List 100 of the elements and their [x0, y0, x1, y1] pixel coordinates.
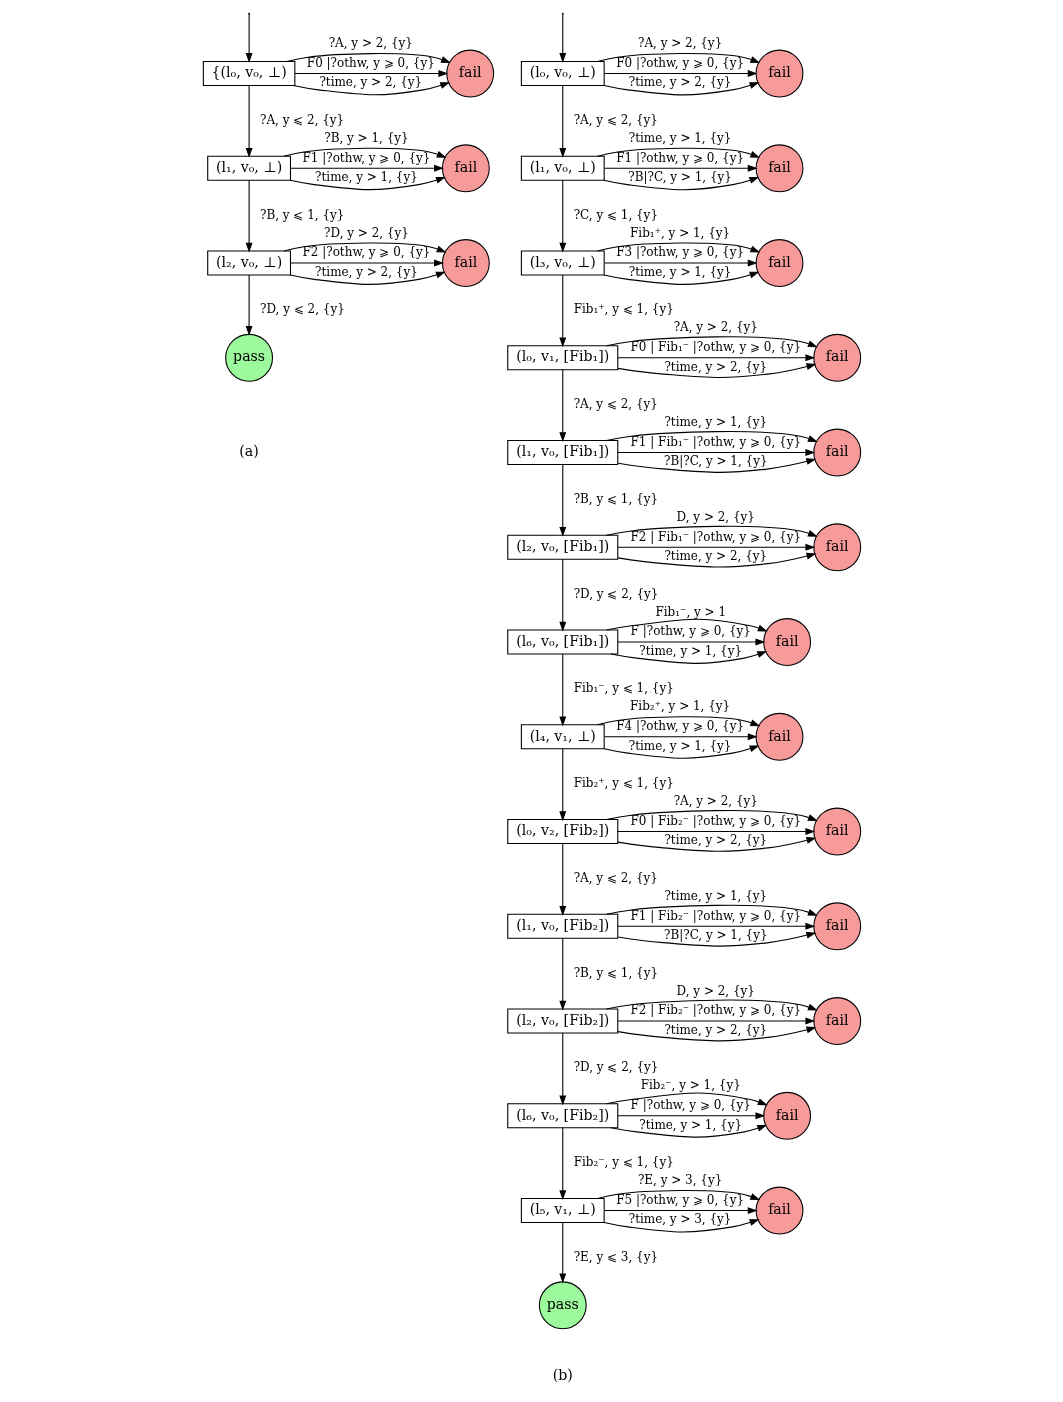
arrow — [603, 70, 758, 77]
arrow — [289, 271, 446, 285]
node-box: (l₂, v₀, ⊥) — [206, 250, 291, 276]
arrow — [293, 70, 448, 77]
label: (a) — [238, 443, 259, 460]
edge-label: Fib₁⁺, y ⩽ 1, {y} — [573, 302, 674, 317]
arrow — [605, 999, 818, 1011]
node-circle: fail — [812, 523, 861, 572]
edge-label: D, y > 2, {y} — [676, 983, 755, 998]
arrow — [603, 164, 758, 172]
edge-label: ?time, y > 1, {y} — [314, 170, 418, 185]
arrow — [558, 1222, 566, 1284]
edge-label: F4 |?othw, y ⩾ 0, {y} — [615, 719, 744, 734]
node-circle: fail — [762, 618, 811, 666]
node-box: (l₄, v₁, ⊥) — [520, 724, 605, 750]
edge-label: ?time, y > 1, {y} — [628, 264, 731, 279]
arrow — [616, 449, 815, 456]
edge-label: ?A, y ⩽ 2, {y} — [259, 112, 344, 127]
edge-label: Fib₂⁻, y > 1, {y} — [640, 1078, 741, 1093]
node-box: (l₀, v₁, [Fib₁]) — [506, 345, 618, 371]
edge-label: F0 |?othw, y ⩾ 0, {y} — [306, 55, 435, 70]
node-box: (l₀, v₀, ⊥) — [520, 61, 605, 87]
arrow — [596, 147, 760, 158]
node-circle: fail — [812, 333, 861, 382]
arrow — [605, 431, 818, 443]
arrow — [558, 179, 566, 253]
arrow — [616, 837, 816, 852]
node-box: (l₀, v₂, [Fib₂]) — [506, 819, 618, 845]
edge-label: ?A, y > 2, {y} — [673, 794, 758, 809]
arrow — [605, 618, 768, 632]
edge-label: F0 | Fib₁⁻ |?othw, y ⩾ 0, {y} — [630, 340, 801, 355]
arrow — [289, 259, 444, 267]
edge-label: F |?othw, y ⩾ 0, {y} — [630, 624, 751, 639]
node-box: (l₁, v₀, [Fib₂]) — [506, 913, 618, 939]
arrow — [605, 525, 818, 537]
node-box: (l₆, v₀, [Fib₂]) — [506, 1103, 618, 1129]
edge-label: F2 | Fib₂⁻ |?othw, y ⩾ 0, {y} — [630, 1003, 801, 1018]
arrow — [616, 1026, 816, 1042]
edge-label: ?time, y > 1, {y} — [638, 1117, 742, 1132]
arrow — [616, 922, 815, 930]
arrow — [558, 274, 566, 348]
node-circle: fail — [755, 1186, 803, 1235]
node-box: (l₁, v₀, ⊥) — [206, 155, 291, 181]
arrow — [289, 164, 444, 172]
node-box: (l₂, v₀, [Fib₁]) — [506, 534, 618, 560]
edge-label: ?time, y > 2, {y} — [318, 75, 422, 90]
arrow — [603, 259, 758, 267]
edge-label: Fib₂⁺, y ⩽ 1, {y} — [573, 776, 674, 791]
node-circle: fail — [812, 902, 861, 951]
arrow — [616, 363, 816, 379]
edge-label: F2 |?othw, y ⩾ 0, {y} — [301, 245, 430, 260]
arrow — [285, 53, 451, 64]
edge-label: D, y > 2, {y} — [676, 509, 755, 524]
edge-label: ?B|?C, y > 1, {y} — [663, 928, 768, 943]
node-circle: fail — [812, 428, 861, 477]
edge-label: ?time, y > 3, {y} — [628, 1212, 731, 1227]
arrow — [558, 85, 566, 158]
arrow — [282, 147, 446, 158]
edge-label: F2 | Fib₁⁻ |?othw, y ⩾ 0, {y} — [630, 529, 801, 544]
edge-label: ?E, y > 3, {y} — [637, 1173, 722, 1188]
edge-label: Fib₂⁻, y ⩽ 1, {y} — [573, 1155, 674, 1170]
edge-label: ?A, y ⩽ 2, {y} — [573, 870, 658, 885]
node-box: (l₂, v₀, [Fib₂]) — [506, 1008, 618, 1034]
edge-label: ?A, y ⩽ 2, {y} — [573, 112, 658, 127]
edge-label: F5 |?othw, y ⩾ 0, {y} — [615, 1192, 744, 1207]
arrow — [616, 543, 815, 551]
edge-label: F1 | Fib₁⁻ |?othw, y ⩾ 0, {y} — [630, 434, 801, 449]
edge-label: ?B, y ⩽ 1, {y} — [259, 207, 344, 222]
edge-label: F1 |?othw, y ⩾ 0, {y} — [301, 150, 430, 165]
edge-label: Fib₁⁻, y ⩽ 1, {y} — [573, 681, 674, 696]
node-circle: fail — [445, 49, 494, 98]
arrow — [558, 369, 566, 443]
edge-label: ?time, y > 2, {y} — [628, 75, 731, 90]
arrow — [616, 1017, 815, 1025]
arrow — [605, 904, 818, 916]
arrow — [609, 1124, 767, 1138]
arrow — [605, 1092, 768, 1106]
node-box: {(l₀, v₀, ⊥) — [202, 61, 295, 87]
edge-label: F1 | Fib₂⁻ |?othw, y ⩾ 0, {y} — [630, 908, 801, 923]
arrow — [603, 1219, 759, 1233]
edge-label: ?time, y > 1, {y} — [638, 643, 742, 658]
edge-label: ?D, y ⩽ 2, {y} — [259, 302, 345, 317]
arrow — [558, 558, 566, 632]
arrow — [605, 810, 818, 822]
edge-label: ?B|?C, y > 1, {y} — [663, 454, 768, 469]
edge-label: ?B|?C, y > 1, {y} — [627, 170, 732, 185]
arrow — [558, 13, 566, 63]
node-circle: fail — [441, 144, 490, 193]
node-circle: fail — [762, 1091, 811, 1140]
arrow — [617, 458, 816, 473]
arrow — [245, 85, 253, 158]
arrow — [616, 552, 816, 568]
edge-label: ?time, y > 2, {y} — [663, 549, 767, 564]
arrow — [558, 1127, 566, 1201]
edge-label: ?D, y ⩽ 2, {y} — [573, 586, 658, 601]
arrow — [292, 82, 450, 96]
node-box: (l₅, v₁, ⊥) — [520, 1198, 605, 1224]
edge-label: F3 |?othw, y ⩾ 0, {y} — [615, 245, 744, 260]
node-box: (l₃, v₀, ⊥) — [520, 250, 605, 276]
arrow — [282, 242, 446, 253]
